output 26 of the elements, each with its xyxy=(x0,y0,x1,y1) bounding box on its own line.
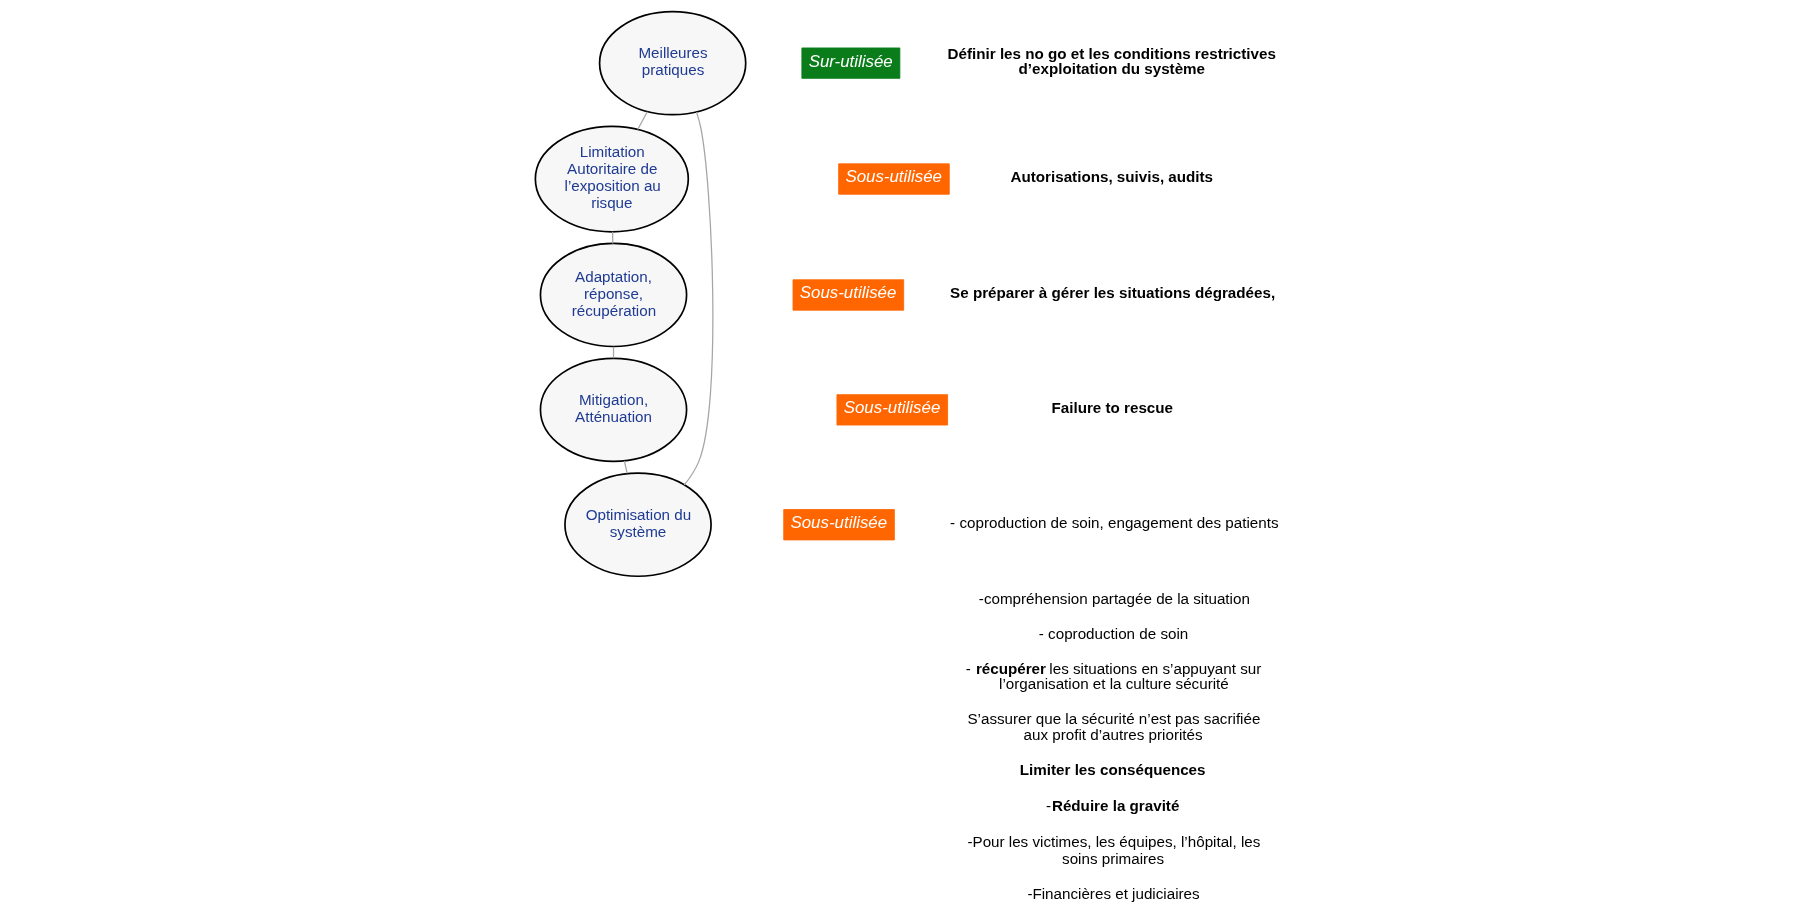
node-box: Sous-utilisée xyxy=(783,509,895,541)
label: Autorisations, suivis, audits xyxy=(1010,167,1214,185)
label: -Réduire la gravité xyxy=(1046,796,1180,814)
label: S’assurer que la sécurité n’est pas sacrifiée aux profit d’autres priorités xyxy=(967,709,1261,744)
node-box: Sous-utilisée xyxy=(836,394,948,426)
node-box: Sous-utilisée xyxy=(792,279,905,311)
connector xyxy=(637,111,648,131)
node-ellipse: Limitation Autoritaire de l’exposition au risque xyxy=(534,125,690,233)
label: Se préparer à gérer les situations dégradées, xyxy=(950,283,1276,301)
label: Définir les no go et les conditions restrictives d’exploitation du système xyxy=(947,45,1276,78)
connector xyxy=(683,111,714,486)
label: -Pour les victimes, les équipes, l’hôpital, les soins primaires xyxy=(967,832,1261,867)
label: Failure to rescue xyxy=(1051,398,1174,416)
node-ellipse: Mitigation, Atténuation xyxy=(539,357,688,463)
node-box: Sous-utilisée xyxy=(838,163,950,195)
label: -compréhension partagée de la situation xyxy=(978,589,1250,607)
label: - coproduction de soin xyxy=(1038,625,1189,643)
label: - coproduction de soin, engagement des patients xyxy=(950,514,1279,532)
connector xyxy=(623,460,628,475)
label: Limiter les conséquences xyxy=(1019,761,1206,779)
label: -Financières et judiciaires xyxy=(1027,885,1200,903)
node-ellipse: Meilleures pratiques xyxy=(598,10,747,116)
node-ellipse: Adaptation, réponse, récupération xyxy=(539,242,688,348)
node-box: Sur-utilisée xyxy=(801,47,901,79)
label: - récupérer les situations en s’appuyant sur l’organisation et la culture sécurité xyxy=(965,659,1262,692)
node-ellipse: Optimisation du système xyxy=(564,472,712,578)
